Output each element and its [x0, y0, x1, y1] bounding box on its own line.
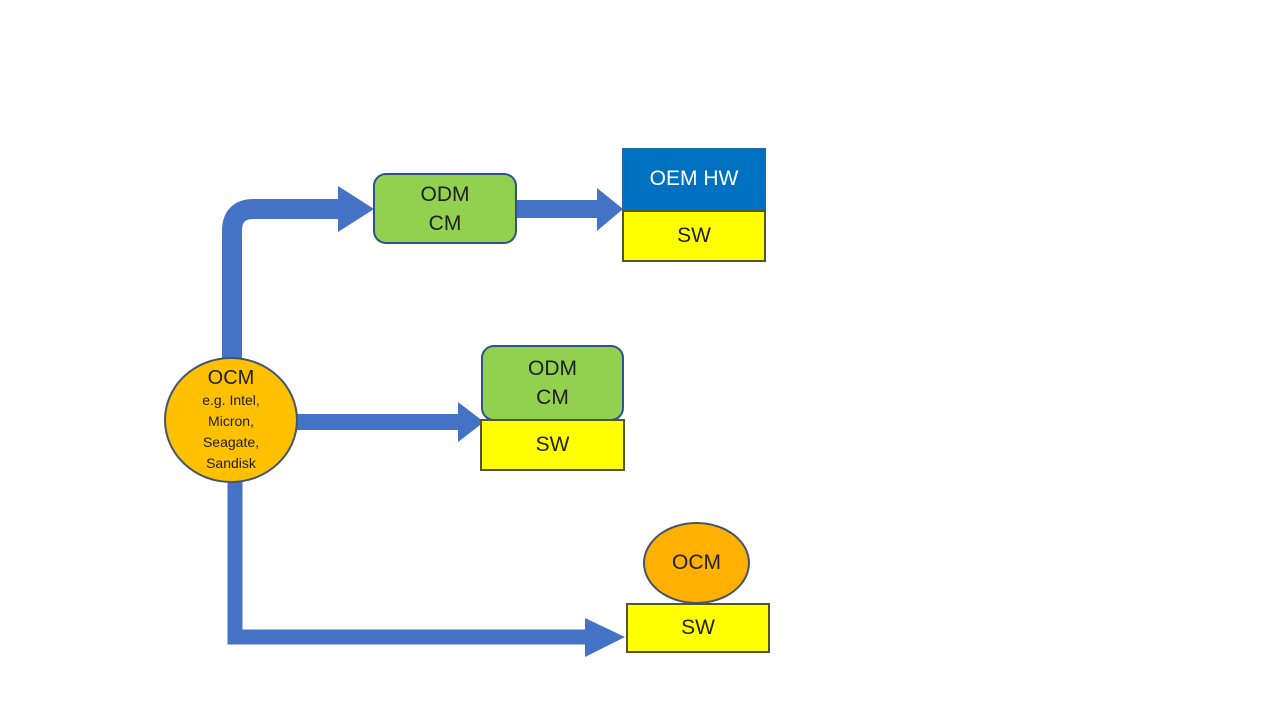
source-ocm-ellipse: OCM e.g. Intel, Micron, Seagate, Sandisk	[164, 357, 298, 483]
middle-cm-line: CM	[536, 386, 569, 409]
source-ocm-label: OCM	[207, 367, 255, 389]
arrow-source-to-bottom-shaft	[227, 475, 587, 645]
top-oem-hw-box: OEM HW	[622, 148, 766, 210]
arrow-source-to-bottom-head	[585, 618, 625, 657]
bottom-sw-box: SW	[626, 603, 770, 653]
arrow-source-to-top-odm-shaft	[222, 199, 340, 370]
middle-sw-label: SW	[535, 433, 570, 456]
source-ocm-examples: e.g. Intel, Micron, Seagate, Sandisk	[202, 390, 260, 474]
bottom-ocm-label: OCM	[672, 551, 721, 574]
top-cm-line: CM	[428, 211, 462, 235]
middle-odm-line: ODM	[528, 357, 577, 380]
source-example-line: Sandisk	[206, 455, 256, 471]
source-example-line: Micron,	[208, 413, 254, 429]
middle-sw-box: SW	[480, 419, 625, 471]
top-sw-box: SW	[622, 210, 766, 262]
source-example-line: e.g. Intel,	[202, 392, 260, 408]
top-oem-hw-label: OEM HW	[649, 167, 739, 190]
top-odm-cm-box: ODM CM	[373, 173, 517, 244]
arrow-source-to-middle-head	[458, 402, 484, 442]
bottom-ocm-ellipse: OCM	[643, 522, 750, 604]
top-odm-line: ODM	[420, 182, 470, 206]
middle-odm-cm-box: ODM CM	[481, 345, 624, 421]
arrow-source-to-top-odm-head	[338, 186, 374, 232]
bottom-sw-label: SW	[681, 616, 715, 639]
arrow-odm-to-oem-head	[597, 188, 623, 231]
source-example-line: Seagate,	[202, 434, 260, 450]
top-sw-label: SW	[677, 224, 711, 247]
